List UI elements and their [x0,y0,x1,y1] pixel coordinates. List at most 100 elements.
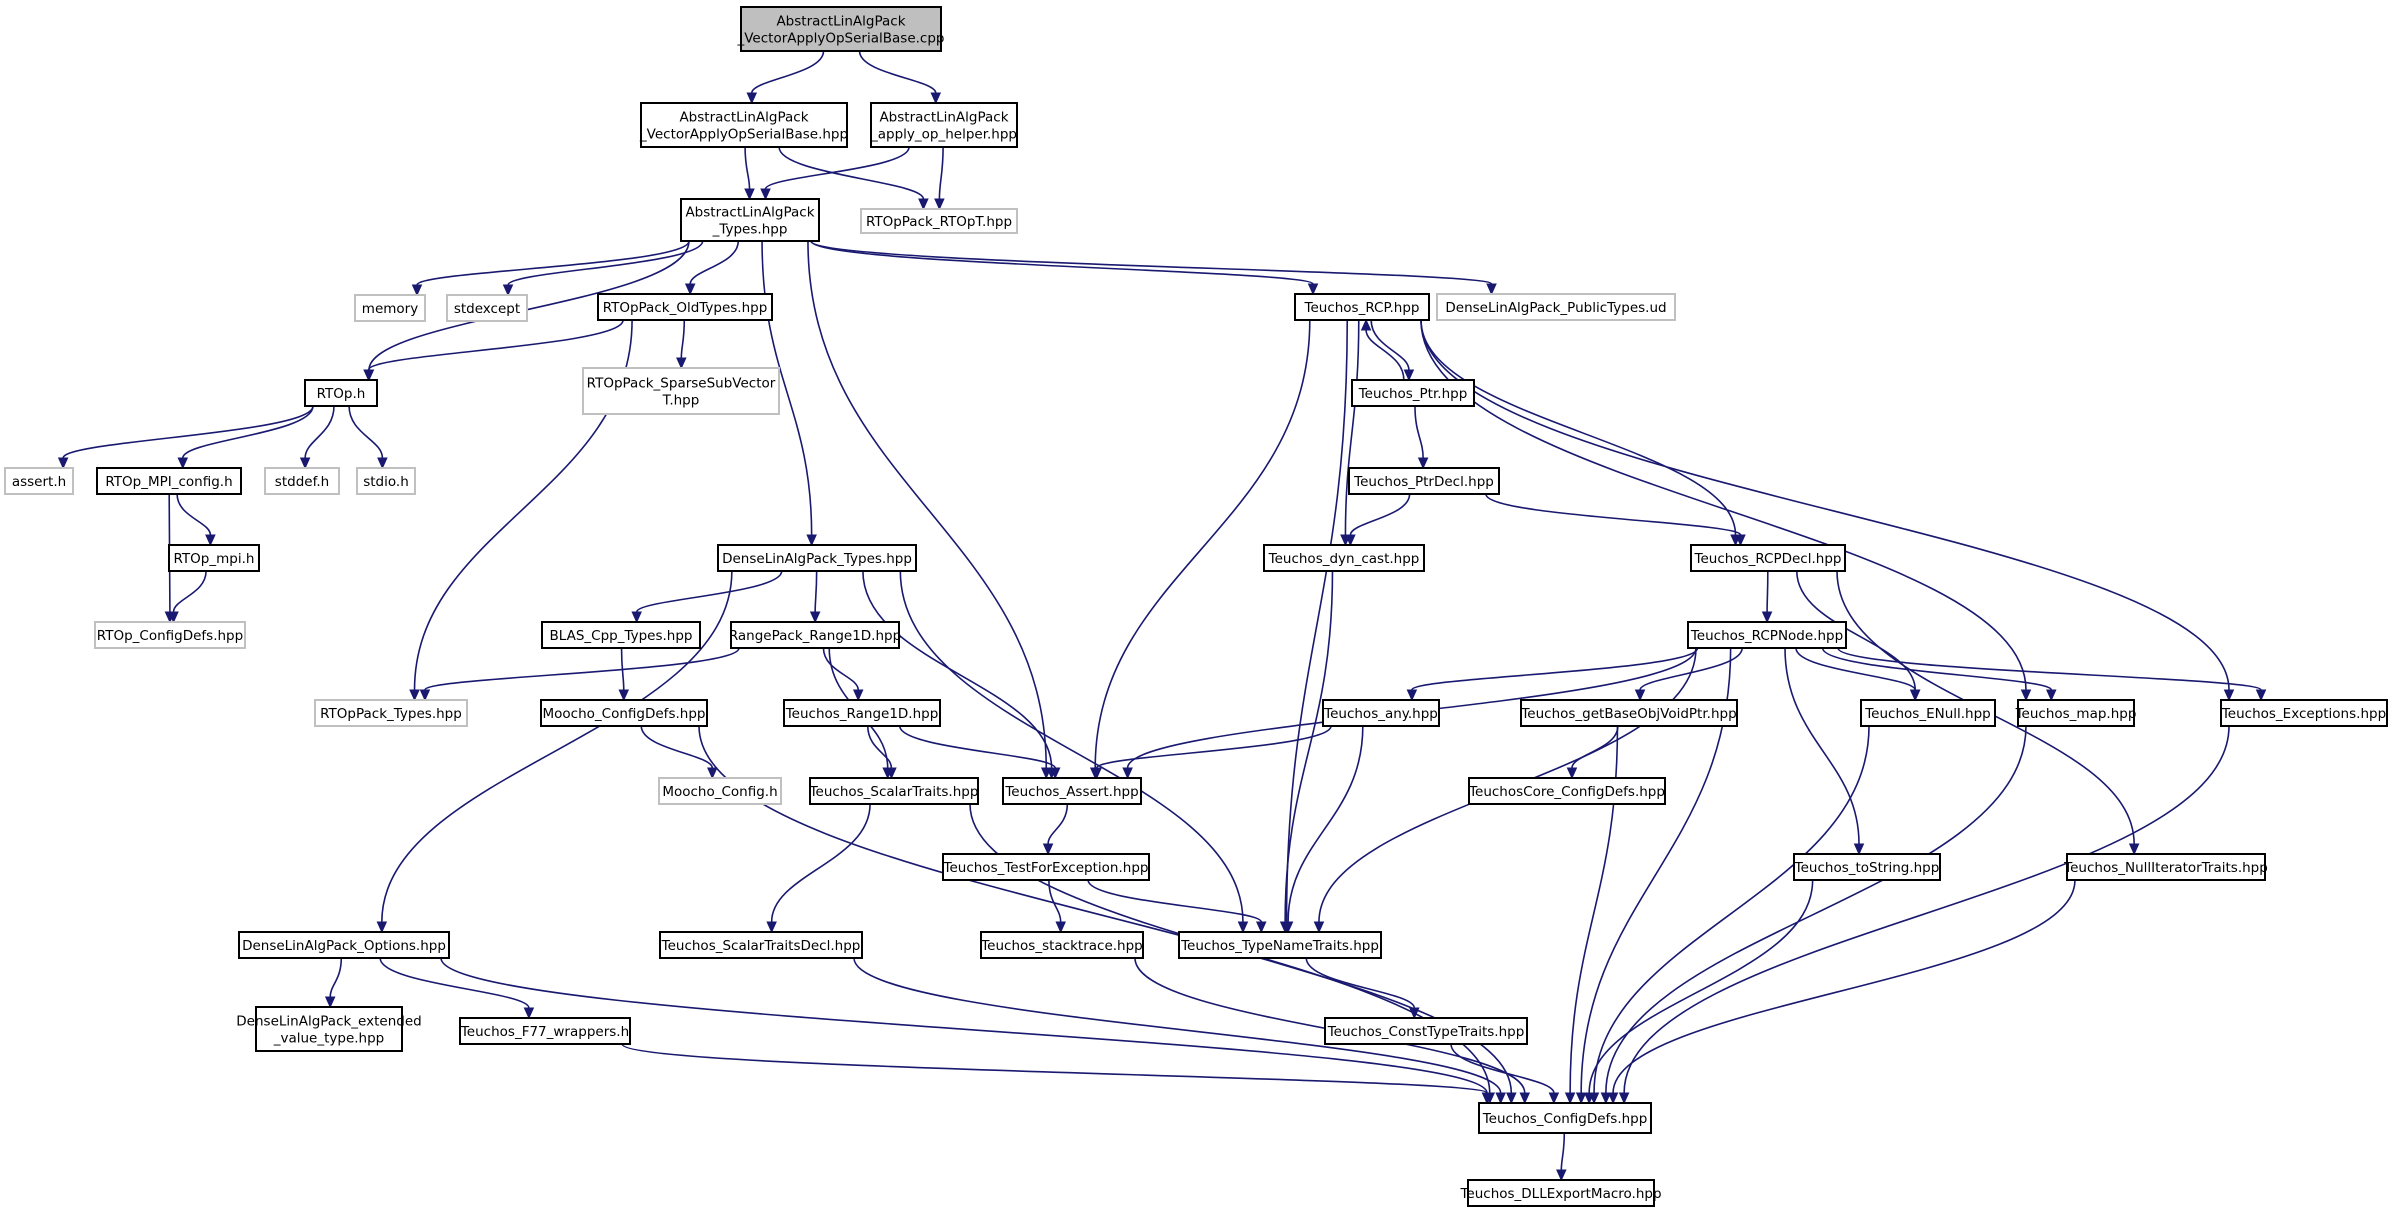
node-box [1520,699,1738,727]
edge-rtop_h-to-stddef [299,405,335,470]
node-dla-types[interactable]: DenseLinAlgPack_Types.hpp [717,544,917,572]
node-box [1436,293,1676,321]
node-label: Teuchos_RCPNode.hpp [1690,628,1843,644]
node-label: _VectorApplyOpSerialBase.hpp [639,127,848,143]
node-f77[interactable]: Teuchos_F77_wrappers.h [459,1017,631,1045]
edge-dla_options-to-f77 [379,957,535,1020]
edge-any-to-typenametraits [1282,725,1364,934]
node-assert-h[interactable]: assert.h [4,467,74,495]
node-rtoppack-types[interactable]: RTOpPack_Types.hpp [314,699,468,727]
node-oldtypes[interactable]: RTOpPack_OldTypes.hpp [597,293,773,321]
node-assert-hpp[interactable]: Teuchos_Assert.hpp [1002,777,1142,805]
node-label: Moocho_ConfigDefs.hpp [543,706,706,722]
node-map[interactable]: Teuchos_map.hpp [2015,699,2137,727]
node-any[interactable]: Teuchos_any.hpp [1322,699,1440,727]
node-label: RTOp_mpi.h [174,551,255,567]
node-box [1294,293,1430,321]
edge-rcpnode-to-exceptions [1837,647,2267,702]
node-label: Teuchos_ScalarTraitsDecl.hpp [661,938,861,954]
node-extended[interactable]: DenseLinAlgPack_extended_value_type.hpp [236,1006,422,1052]
edge-alap_types-to-dla_public [810,240,1497,296]
node-label: Teuchos_ConstTypeTraits.hpp [1327,1024,1525,1040]
node-moocho-configdefs[interactable]: Moocho_ConfigDefs.hpp [540,699,708,727]
node-label: Teuchos_PtrDecl.hpp [1353,474,1494,490]
node-rtopt[interactable]: RTOpPack_RTOpT.hpp [860,208,1018,234]
node-rcp[interactable]: Teuchos_RCP.hpp [1294,293,1430,321]
node-stacktrace[interactable]: Teuchos_stacktrace.hpp [980,931,1144,959]
node-box [264,467,340,495]
node-root[interactable]: AbstractLinAlgPack_VectorApplyOpSerialBa… [736,6,945,52]
node-box [168,544,260,572]
node-scalartraitsdecl[interactable]: Teuchos_ScalarTraitsDecl.hpp [659,931,863,959]
node-label: Teuchos_TestForException.hpp [943,860,1149,876]
node-label: DenseLinAlgPack_Options.hpp [242,938,446,954]
node-scalartraits[interactable]: Teuchos_ScalarTraits.hpp [809,777,979,805]
edge-rtop_mpi-to-rtop_configdefs [168,570,207,624]
node-box [356,467,416,495]
node-moocho-config[interactable]: Moocho_Config.h [658,777,782,805]
node-label: Teuchos_Exceptions.hpp [2221,706,2386,722]
node-box [1324,1017,1528,1045]
node-getbase[interactable]: Teuchos_getBaseObjVoidPtr.hpp [1520,699,1738,727]
node-label: Teuchos_Range1D.hpp [785,706,939,722]
node-box [459,1017,631,1045]
node-enull[interactable]: Teuchos_ENull.hpp [1860,699,1996,727]
node-core-configdefs[interactable]: TeuchosCore_ConfigDefs.hpp [1468,777,1666,805]
node-memory[interactable]: memory [354,294,426,322]
node-blas[interactable]: BLAS_Cpp_Types.hpp [541,621,701,649]
node-label: Teuchos_getBaseObjVoidPtr.hpp [1520,706,1736,722]
node-tostring[interactable]: Teuchos_toString.hpp [1793,853,1941,881]
node-range1d[interactable]: RangePack_Range1D.hpp [729,621,901,649]
edge-tostring-to-t_configdefs [1583,879,1814,1105]
node-dllexport[interactable]: Teuchos_DLLExportMacro.hpp [1459,1179,1662,1207]
node-consttype[interactable]: Teuchos_ConstTypeTraits.hpp [1324,1017,1528,1045]
node-rtop-h[interactable]: RTOp.h [304,379,378,407]
node-box [1793,853,1941,881]
node-box [942,853,1150,881]
node-rcpnode[interactable]: Teuchos_RCPNode.hpp [1687,621,1847,649]
node-box [870,102,1018,148]
node-t-range1d[interactable]: Teuchos_Range1D.hpp [783,699,941,727]
node-box [730,621,900,649]
node-stdio[interactable]: stdio.h [356,467,416,495]
node-stdexcept[interactable]: stdexcept [446,294,528,322]
node-dyn-cast[interactable]: Teuchos_dyn_cast.hpp [1263,544,1425,572]
node-t-configdefs[interactable]: Teuchos_ConfigDefs.hpp [1478,1102,1652,1134]
node-mpi-config[interactable]: RTOp_MPI_config.h [96,467,242,495]
edge-dla_types-to-dla_options [376,570,733,934]
node-rtop-configdefs[interactable]: RTOp_ConfigDefs.hpp [94,621,246,649]
node-dla-public[interactable]: DenseLinAlgPack_PublicTypes.ud [1436,293,1676,321]
edge-moocho_configdefs-to-moocho_config [640,725,718,780]
node-dla-options[interactable]: DenseLinAlgPack_Options.hpp [238,931,450,959]
node-label: Teuchos_toString.hpp [1794,860,1940,876]
node-label: _value_type.hpp [273,1031,385,1047]
node-label: Teuchos_Assert.hpp [1004,784,1138,800]
node-label: RTOp.h [317,386,366,402]
node-label: Teuchos_Ptr.hpp [1358,386,1468,402]
node-label: Teuchos_RCPDecl.hpp [1694,551,1842,567]
node-label: RTOpPack_OldTypes.hpp [603,300,768,316]
node-typenametraits[interactable]: Teuchos_TypeNameTraits.hpp [1178,931,1382,959]
node-box [717,544,917,572]
edge-root-to-vaosb_hpp [746,50,825,105]
node-testforexc[interactable]: Teuchos_TestForException.hpp [942,853,1150,881]
node-label: Teuchos_any.hpp [1323,706,1438,722]
node-exceptions[interactable]: Teuchos_Exceptions.hpp [2220,699,2388,727]
edge-dla_types-to-range1d [809,570,821,624]
edge-dla_types-to-blas [631,570,783,624]
node-rtop-mpi[interactable]: RTOp_mpi.h [168,544,260,572]
node-ptr[interactable]: Teuchos_Ptr.hpp [1351,379,1475,407]
edge-apply_op_helper-to-alap_types [760,146,910,201]
node-nulliter[interactable]: Teuchos_NullIteratorTraits.hpp [2063,853,2268,881]
edge-dla_types-to-typenametraits [899,570,1249,934]
edge-range1d-to-t_range1d [822,647,864,702]
node-box [640,102,848,148]
node-alap-types[interactable]: AbstractLinAlgPack_Types.hpp [680,198,820,242]
node-stddef[interactable]: stddef.h [264,467,340,495]
node-ptrdecl[interactable]: Teuchos_PtrDecl.hpp [1348,467,1500,495]
node-apply-op-helper[interactable]: AbstractLinAlgPack_apply_op_helper.hpp [870,102,1018,148]
edge-rcpnode-to-any [1406,647,1699,702]
node-vaosb-hpp[interactable]: AbstractLinAlgPack_VectorApplyOpSerialBa… [639,102,848,148]
node-rcpdecl[interactable]: Teuchos_RCPDecl.hpp [1690,544,1846,572]
